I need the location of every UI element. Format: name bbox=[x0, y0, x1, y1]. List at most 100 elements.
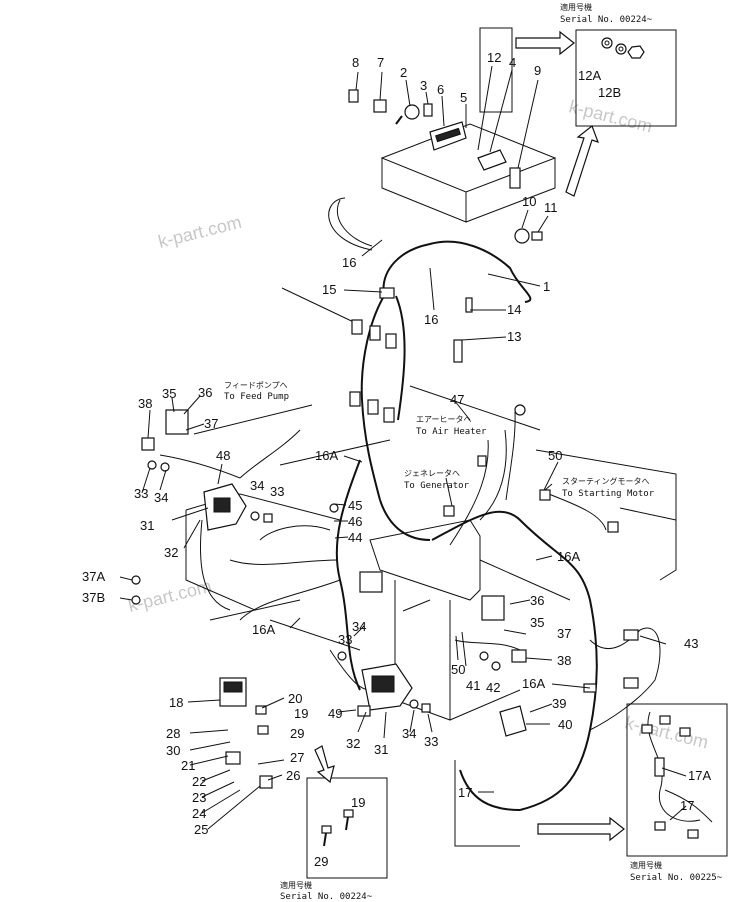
callout-label: 29 bbox=[314, 854, 328, 869]
part-diode bbox=[225, 751, 241, 765]
callout-label: 6 bbox=[437, 82, 444, 97]
part-bolt bbox=[511, 649, 527, 663]
callout-label: 37B bbox=[82, 590, 105, 605]
callout-label: 34 bbox=[352, 619, 366, 634]
callout-label: 32 bbox=[164, 545, 178, 560]
callout-label: 39 bbox=[552, 696, 566, 711]
callout-label: 35 bbox=[530, 615, 544, 630]
note-destination: To Feed Pump bbox=[224, 392, 289, 402]
part-connector bbox=[623, 629, 639, 641]
part-relay-box bbox=[359, 571, 383, 593]
part-bolt bbox=[321, 825, 332, 847]
callout-label: 50 bbox=[548, 448, 562, 463]
part-washer bbox=[615, 43, 627, 55]
note-destination-jp: スターティングモータへ bbox=[562, 476, 650, 486]
note-serial-jp: 適用号機 bbox=[560, 2, 592, 12]
callout-label: 13 bbox=[507, 329, 521, 344]
callout-label: 14 bbox=[507, 302, 521, 317]
note-serial: Serial No. 00225~ bbox=[630, 873, 723, 883]
part-washer bbox=[337, 651, 347, 661]
arrow-to-inset-top bbox=[515, 30, 575, 56]
wiring-harness bbox=[159, 197, 661, 811]
callout-label: 33 bbox=[134, 486, 148, 501]
leader-lines bbox=[119, 65, 687, 830]
callout-label: 16A bbox=[252, 622, 275, 637]
note-destination: To Generator bbox=[404, 481, 470, 491]
callout-label: 37A bbox=[82, 569, 105, 584]
parts bbox=[131, 89, 639, 789]
part-bolt bbox=[343, 809, 354, 831]
callout-label: 9 bbox=[534, 63, 541, 78]
watermark: k-part.com bbox=[156, 212, 243, 252]
part-washer bbox=[601, 37, 613, 49]
part-nut bbox=[627, 45, 645, 59]
callout-label: 12A bbox=[578, 68, 601, 83]
callout-label: 28 bbox=[166, 726, 180, 741]
part-washer bbox=[479, 651, 489, 661]
part-bolt bbox=[141, 437, 155, 451]
callout-label: 47 bbox=[450, 392, 464, 407]
callout-label: 40 bbox=[558, 717, 572, 732]
part-washer bbox=[409, 699, 419, 709]
callout-label: 33 bbox=[424, 734, 438, 749]
part-connector bbox=[383, 407, 395, 423]
callout-label: 43 bbox=[684, 636, 698, 651]
part-fuse-box bbox=[219, 677, 247, 707]
callout-label: 18 bbox=[169, 695, 183, 710]
callout-label: 22 bbox=[192, 774, 206, 789]
inset-bottom-right bbox=[626, 703, 728, 857]
callout-label: 16A bbox=[557, 549, 580, 564]
callout-label: 34 bbox=[154, 490, 168, 505]
callout-label: 33 bbox=[338, 632, 352, 647]
part-washer bbox=[147, 460, 157, 470]
part-fuse bbox=[509, 167, 521, 189]
part-bolt bbox=[263, 513, 273, 523]
part-connector bbox=[477, 455, 487, 467]
callout-label: 38 bbox=[557, 653, 571, 668]
callout-label: 2 bbox=[400, 65, 407, 80]
part-washer bbox=[160, 462, 170, 472]
callout-label: 1 bbox=[543, 279, 550, 294]
note-serial: Serial No. 00224~ bbox=[560, 15, 653, 25]
part-switch-panel bbox=[429, 121, 467, 151]
part-connector bbox=[349, 391, 361, 407]
part-washer bbox=[250, 511, 260, 521]
callout-label: 16A bbox=[315, 448, 338, 463]
callout-label: 41 bbox=[466, 678, 480, 693]
part-washer bbox=[491, 661, 501, 671]
part-connector bbox=[351, 319, 363, 335]
note-destination-jp: フィードポンプへ bbox=[224, 381, 288, 390]
callout-label: 50 bbox=[451, 662, 465, 677]
callout-label: 17 bbox=[680, 798, 694, 813]
part-controller bbox=[203, 483, 247, 531]
callout-label: 17A bbox=[688, 768, 711, 783]
callout-label: 37 bbox=[204, 416, 218, 431]
note-serial: Serial No. 00224~ bbox=[280, 892, 373, 902]
part-connector bbox=[539, 489, 551, 501]
callout-label: 17 bbox=[458, 785, 472, 800]
callout-label: 12 bbox=[487, 50, 501, 65]
callout-label: 30 bbox=[166, 743, 180, 758]
part-connector bbox=[607, 521, 619, 533]
callout-label: 19 bbox=[294, 706, 308, 721]
callout-label: 34 bbox=[402, 726, 416, 741]
part-diode bbox=[259, 775, 273, 789]
part-switch-box bbox=[499, 705, 527, 737]
inset-top-right bbox=[575, 29, 677, 127]
callout-label: 25 bbox=[194, 822, 208, 837]
callout-label: 12B bbox=[598, 85, 621, 100]
part-controller bbox=[361, 663, 413, 711]
part-connector bbox=[623, 677, 639, 689]
part-bolt bbox=[255, 705, 267, 715]
callout-label: 42 bbox=[486, 680, 500, 695]
callout-label: 36 bbox=[530, 593, 544, 608]
callout-label: 34 bbox=[250, 478, 264, 493]
callout-label: 46 bbox=[348, 514, 362, 529]
note-destination: To Air Heater bbox=[416, 427, 487, 437]
callout-label: 8 bbox=[352, 55, 359, 70]
part-meter bbox=[477, 149, 507, 171]
note-serial-jp: 適用号機 bbox=[630, 860, 662, 870]
callout-label: 24 bbox=[192, 806, 206, 821]
callouts: 1 2 3 4 5 6 7 8 9 10 11 12 12A 12B 13 14… bbox=[82, 50, 711, 869]
